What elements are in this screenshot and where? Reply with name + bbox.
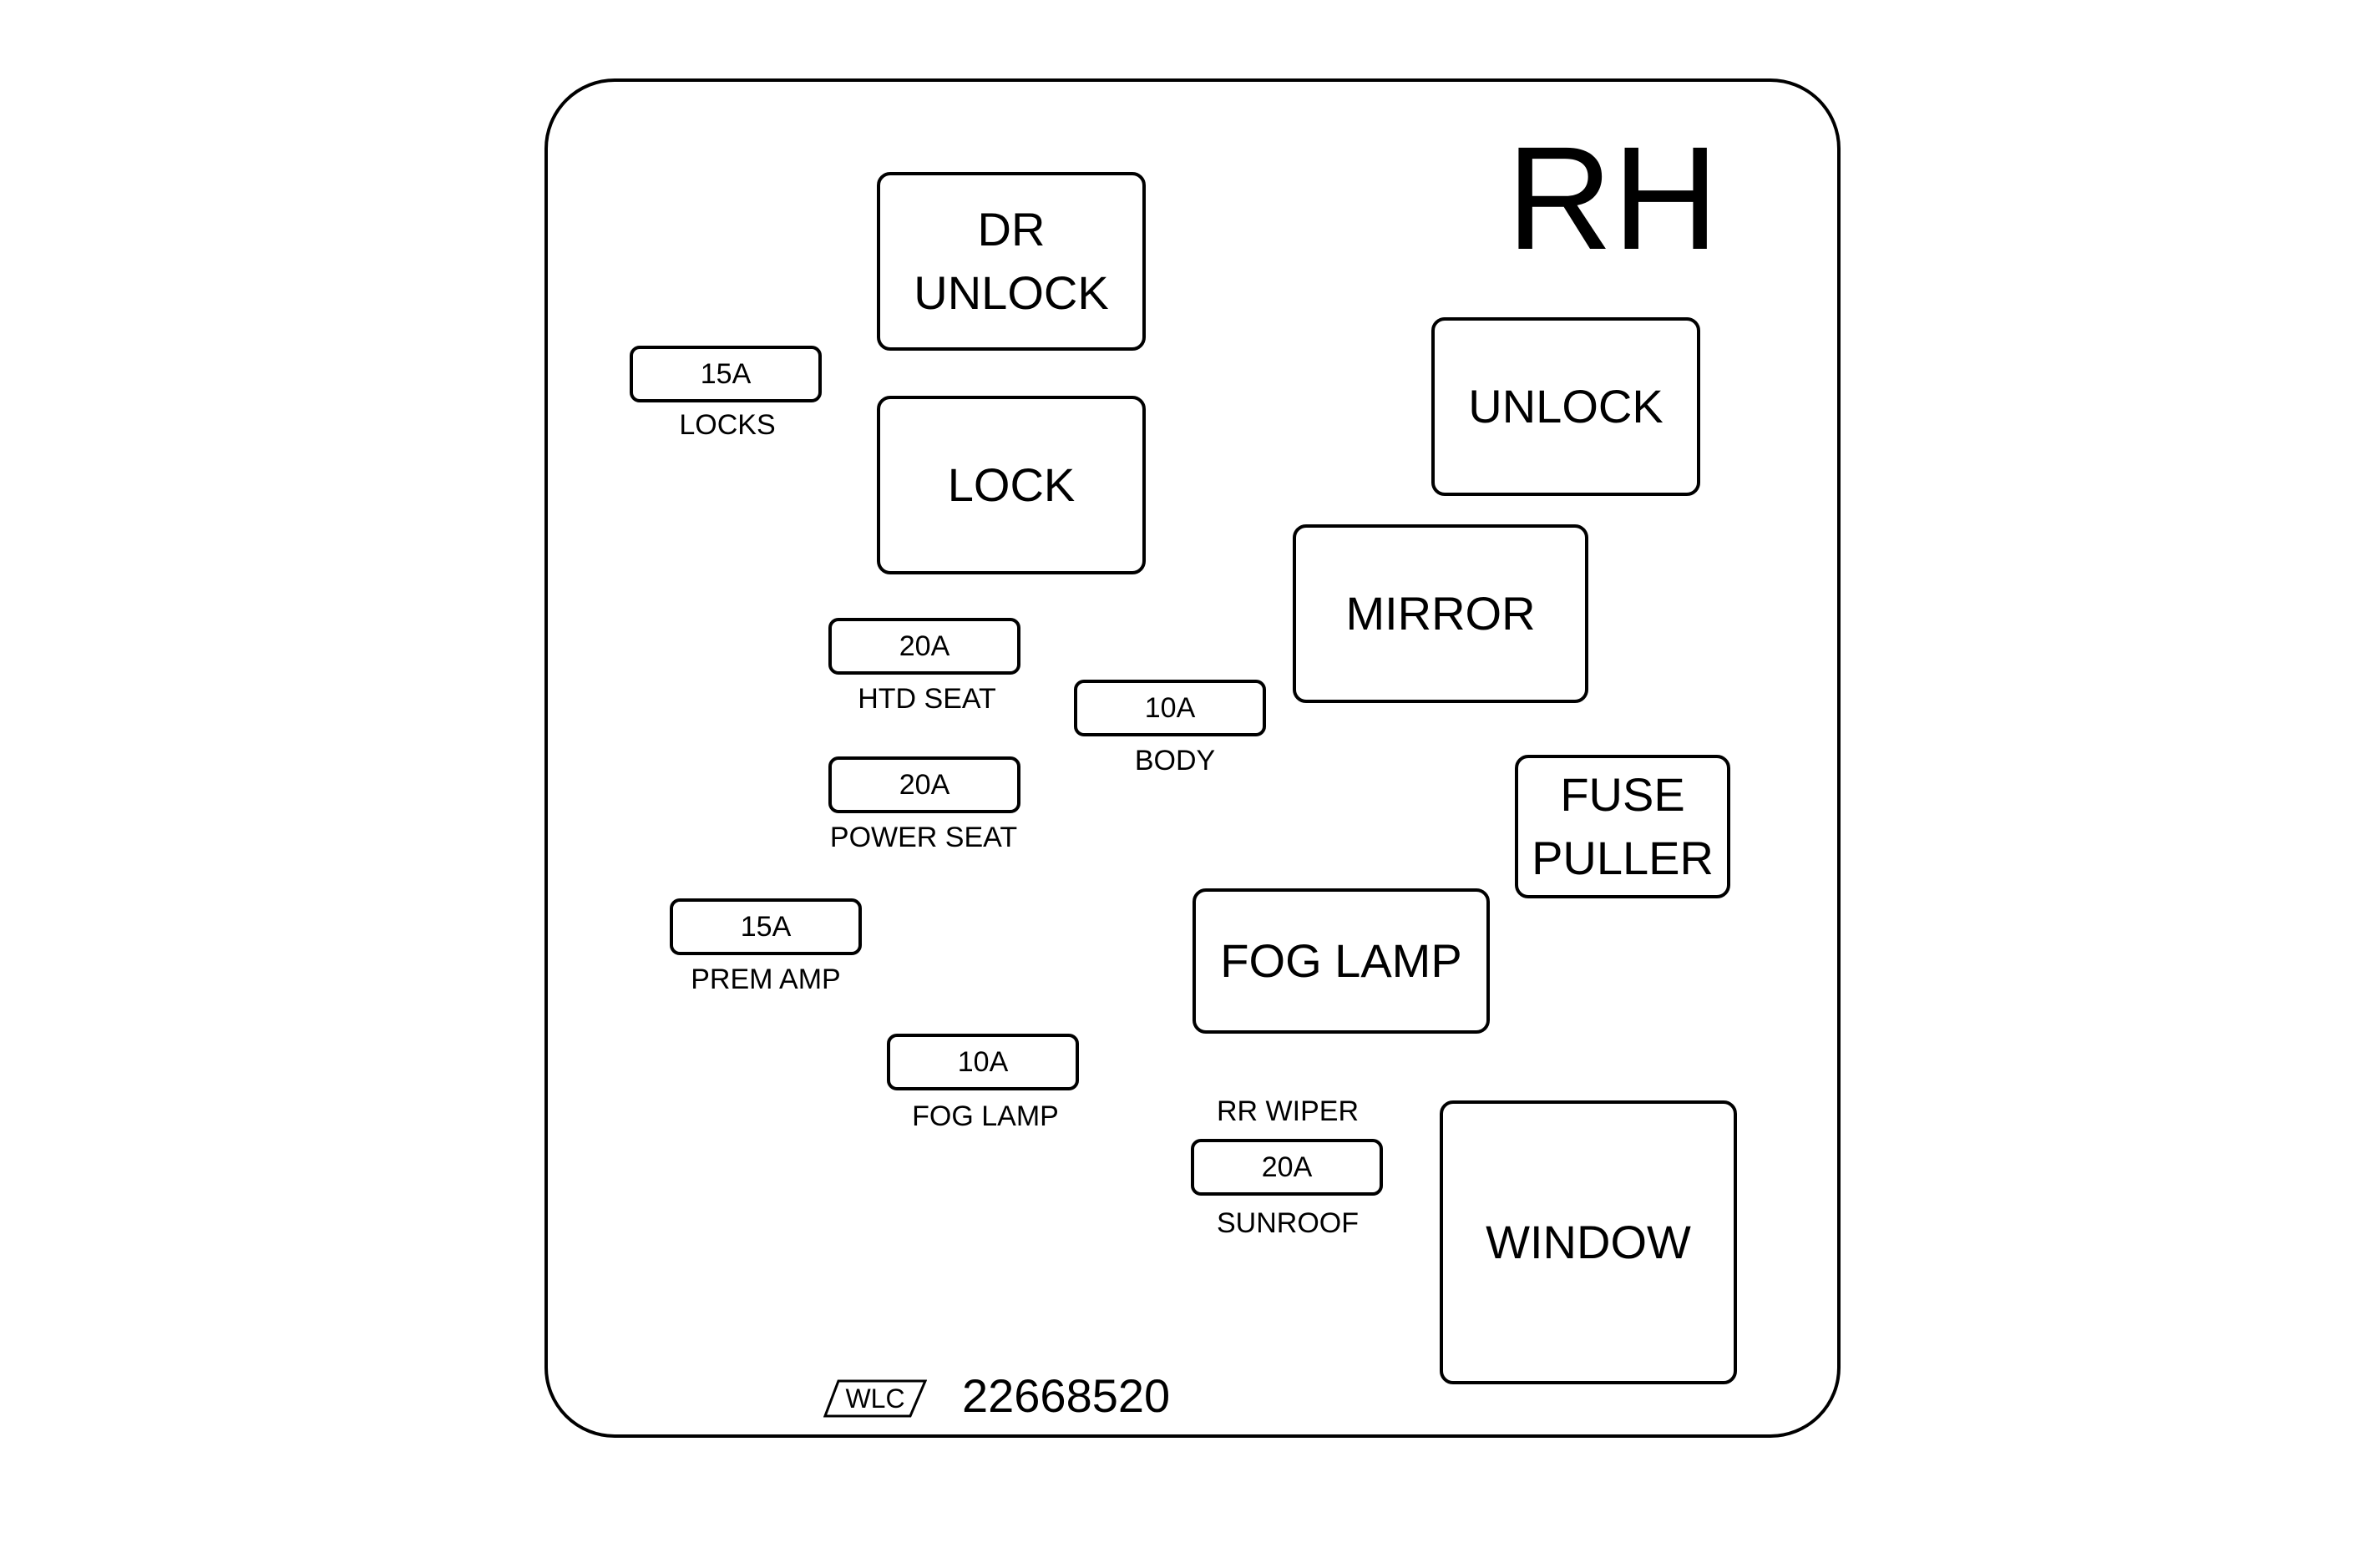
relay-mirror-label: MIRROR [1345,587,1536,640]
fuse-puller-line2: PULLER [1532,832,1714,884]
fuse-body-label: BODY [1134,745,1216,776]
fuse-prem-amp-label: PREM AMP [691,964,841,995]
relay-lock-label: LOCK [947,458,1076,512]
relay-dr-unlock-line1: DR [977,203,1046,256]
part-number: 22668520 [962,1369,1171,1422]
fuse-htd-seat: 20A [828,618,1020,675]
fuse-fog-lamp-label: FOG LAMP [912,1100,1059,1132]
relay-unlock-label: UNLOCK [1468,380,1663,433]
fuse-prem-amp: 15A [670,898,862,955]
relay-dr-unlock: DR UNLOCK [877,172,1146,351]
fuse-body-rating: 10A [1144,691,1196,724]
relay-lock: LOCK [877,396,1146,574]
relay-mirror: MIRROR [1293,524,1588,703]
fuse-htd-seat-label: HTD SEAT [858,683,996,715]
fuse-block-panel [544,78,1841,1438]
fuse-rr-wiper-sunroof: 20A [1191,1139,1383,1196]
fuse-htd-seat-rating: 20A [899,630,950,662]
wlc-logo-text: WLC [845,1383,904,1414]
fuse-prem-amp-rating: 15A [740,910,792,943]
relay-window-label: WINDOW [1486,1216,1691,1269]
fuse-puller: FUSE PULLER [1515,755,1730,898]
fuse-sunroof-label: SUNROOF [1217,1207,1359,1239]
relay-fog-lamp: FOG LAMP [1193,888,1490,1034]
side-label: RH [1506,117,1719,281]
fuse-locks: 15A [630,346,822,402]
wlc-logo: WLC [823,1379,927,1418]
fuse-power-seat: 20A [828,756,1020,813]
fuse-rr-wiper-sunroof-rating: 20A [1261,1151,1313,1183]
fuse-power-seat-label: POWER SEAT [829,822,1018,853]
fuse-body: 10A [1074,680,1266,736]
fuse-rr-wiper-label: RR WIPER [1217,1095,1359,1127]
fuse-fog-lamp-rating: 10A [957,1045,1009,1078]
relay-fog-lamp-label: FOG LAMP [1220,934,1462,988]
relay-dr-unlock-line2: UNLOCK [914,266,1109,319]
fuse-locks-label: LOCKS [679,409,776,441]
fuse-fog-lamp: 10A [887,1034,1079,1090]
fuse-power-seat-rating: 20A [899,768,950,801]
relay-unlock: UNLOCK [1431,317,1700,496]
fuse-puller-line1: FUSE [1560,768,1685,822]
fuse-locks-rating: 15A [700,357,752,390]
relay-window: WINDOW [1440,1100,1737,1384]
